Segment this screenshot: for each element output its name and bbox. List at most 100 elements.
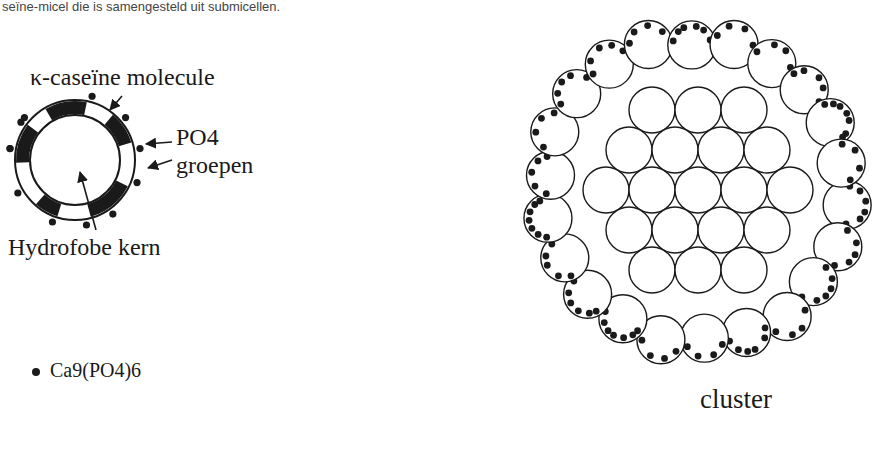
phosphate-dot xyxy=(555,272,562,279)
phosphate-dot xyxy=(771,41,778,48)
phosphate-dot xyxy=(843,110,850,117)
submicelle-circle xyxy=(652,127,698,173)
phosphate-dot xyxy=(528,225,535,232)
phosphate-dot xyxy=(596,45,603,52)
legend-text: Ca9(PO4)6 xyxy=(50,359,141,382)
phosphate-dot xyxy=(586,310,593,317)
phosphate-dot xyxy=(133,179,140,186)
phosphate-dot xyxy=(741,26,748,33)
phosphate-dot xyxy=(823,264,830,271)
phosphate-dots xyxy=(6,93,143,229)
phosphate-dot xyxy=(136,145,143,152)
phosphate-dot xyxy=(535,231,542,238)
phosphate-dot xyxy=(532,129,539,136)
outer-submicelle xyxy=(624,21,672,69)
phosphate-dot xyxy=(605,327,612,334)
submicelle-circle xyxy=(583,167,629,213)
phosphate-dot xyxy=(846,117,853,124)
phosphate-dot xyxy=(799,325,806,332)
phosphate-dot xyxy=(567,300,574,307)
phosphate-dot xyxy=(543,190,550,197)
submicelle-circle xyxy=(744,127,790,173)
phosphate-dot xyxy=(567,72,574,79)
phosphate-dot xyxy=(626,40,633,47)
submicelle-circle xyxy=(652,207,698,253)
phosphate-dot xyxy=(726,23,733,30)
phosphate-dot xyxy=(844,227,851,234)
phosphate-dot xyxy=(820,85,827,92)
phosphate-dot xyxy=(675,28,682,35)
phosphate-dot xyxy=(590,71,597,78)
phosphate-dot xyxy=(846,259,853,266)
phosphate-dot xyxy=(822,293,829,300)
submicelle-circle xyxy=(721,87,767,133)
phosphate-dot xyxy=(543,234,550,241)
leader-arrows xyxy=(80,96,172,230)
phosphate-dot xyxy=(802,307,809,314)
submicelle-circle xyxy=(606,127,652,173)
submicelle-circle xyxy=(675,247,721,293)
phosphate-dot xyxy=(544,262,551,269)
phosphate-dot xyxy=(695,353,702,360)
phosphate-dot xyxy=(744,348,751,355)
phosphate-dot xyxy=(710,351,717,358)
phosphate-dot xyxy=(551,109,558,116)
phosphate-dot xyxy=(608,42,615,49)
phosphate-dot xyxy=(828,285,835,292)
phosphate-dot xyxy=(565,289,572,296)
phosphate-dot xyxy=(557,101,564,108)
phosphate-dot xyxy=(17,119,24,126)
submicelle-circle xyxy=(698,127,744,173)
phosphate-dot xyxy=(862,198,869,205)
phosphate-dot xyxy=(857,188,864,195)
phosphate-dot xyxy=(601,319,608,326)
part-label: PO4 groepen xyxy=(176,124,256,179)
phosphate-dot xyxy=(670,38,677,45)
phosphate-dot xyxy=(861,209,868,216)
phosphate-dot xyxy=(122,114,129,121)
phosphate-dot xyxy=(693,23,700,30)
phosphate-dot xyxy=(88,93,95,100)
outer-submicelle xyxy=(817,139,865,187)
phosphate-dot xyxy=(857,216,864,223)
phosphate-dot xyxy=(535,158,542,165)
submicelle-circle xyxy=(629,247,675,293)
phosphate-dot xyxy=(680,24,687,31)
phosphate-dot xyxy=(853,239,860,246)
phosphate-dot xyxy=(538,115,545,122)
phosphate-dot xyxy=(6,145,13,152)
outer-submicelle xyxy=(524,194,572,242)
phosphate-dot xyxy=(587,57,594,64)
phosphate-dot xyxy=(754,48,761,55)
outer-submicelle xyxy=(668,21,716,69)
header-note: seïne-micel die is samengesteld uit subm… xyxy=(2,0,280,15)
phosphate-dot xyxy=(719,341,726,348)
phosphate-dot xyxy=(639,337,646,344)
outer-submicelle xyxy=(564,270,612,318)
phosphate-dot xyxy=(49,218,56,225)
phosphate-dot xyxy=(568,272,575,279)
submicelle-circle xyxy=(721,247,767,293)
phosphate-dot xyxy=(620,334,627,341)
phosphate-dot xyxy=(839,141,846,148)
phosphate-dot xyxy=(852,251,859,258)
phosphate-dot xyxy=(761,335,768,342)
submicelle-circle xyxy=(767,167,813,213)
submicelle-circle xyxy=(721,167,767,213)
phosphate-dot xyxy=(673,348,680,355)
phosphate-dot xyxy=(526,217,533,224)
phosphate-dot xyxy=(6,145,13,152)
submicelle-circle xyxy=(629,87,675,133)
phosphate-dot xyxy=(644,22,651,29)
phosphate-dot xyxy=(629,331,636,338)
phosphate-dot xyxy=(700,27,707,34)
phosphate-dot xyxy=(791,70,798,77)
submicelle-circle xyxy=(675,167,721,213)
submicelle-circle xyxy=(744,207,790,253)
legend-dot xyxy=(32,368,40,376)
phosphate-dot xyxy=(647,352,654,359)
phosphate-dot xyxy=(659,28,666,35)
submicelle-circle xyxy=(629,167,675,213)
phosphate-dot xyxy=(772,328,779,335)
phosphate-dot xyxy=(532,183,539,190)
